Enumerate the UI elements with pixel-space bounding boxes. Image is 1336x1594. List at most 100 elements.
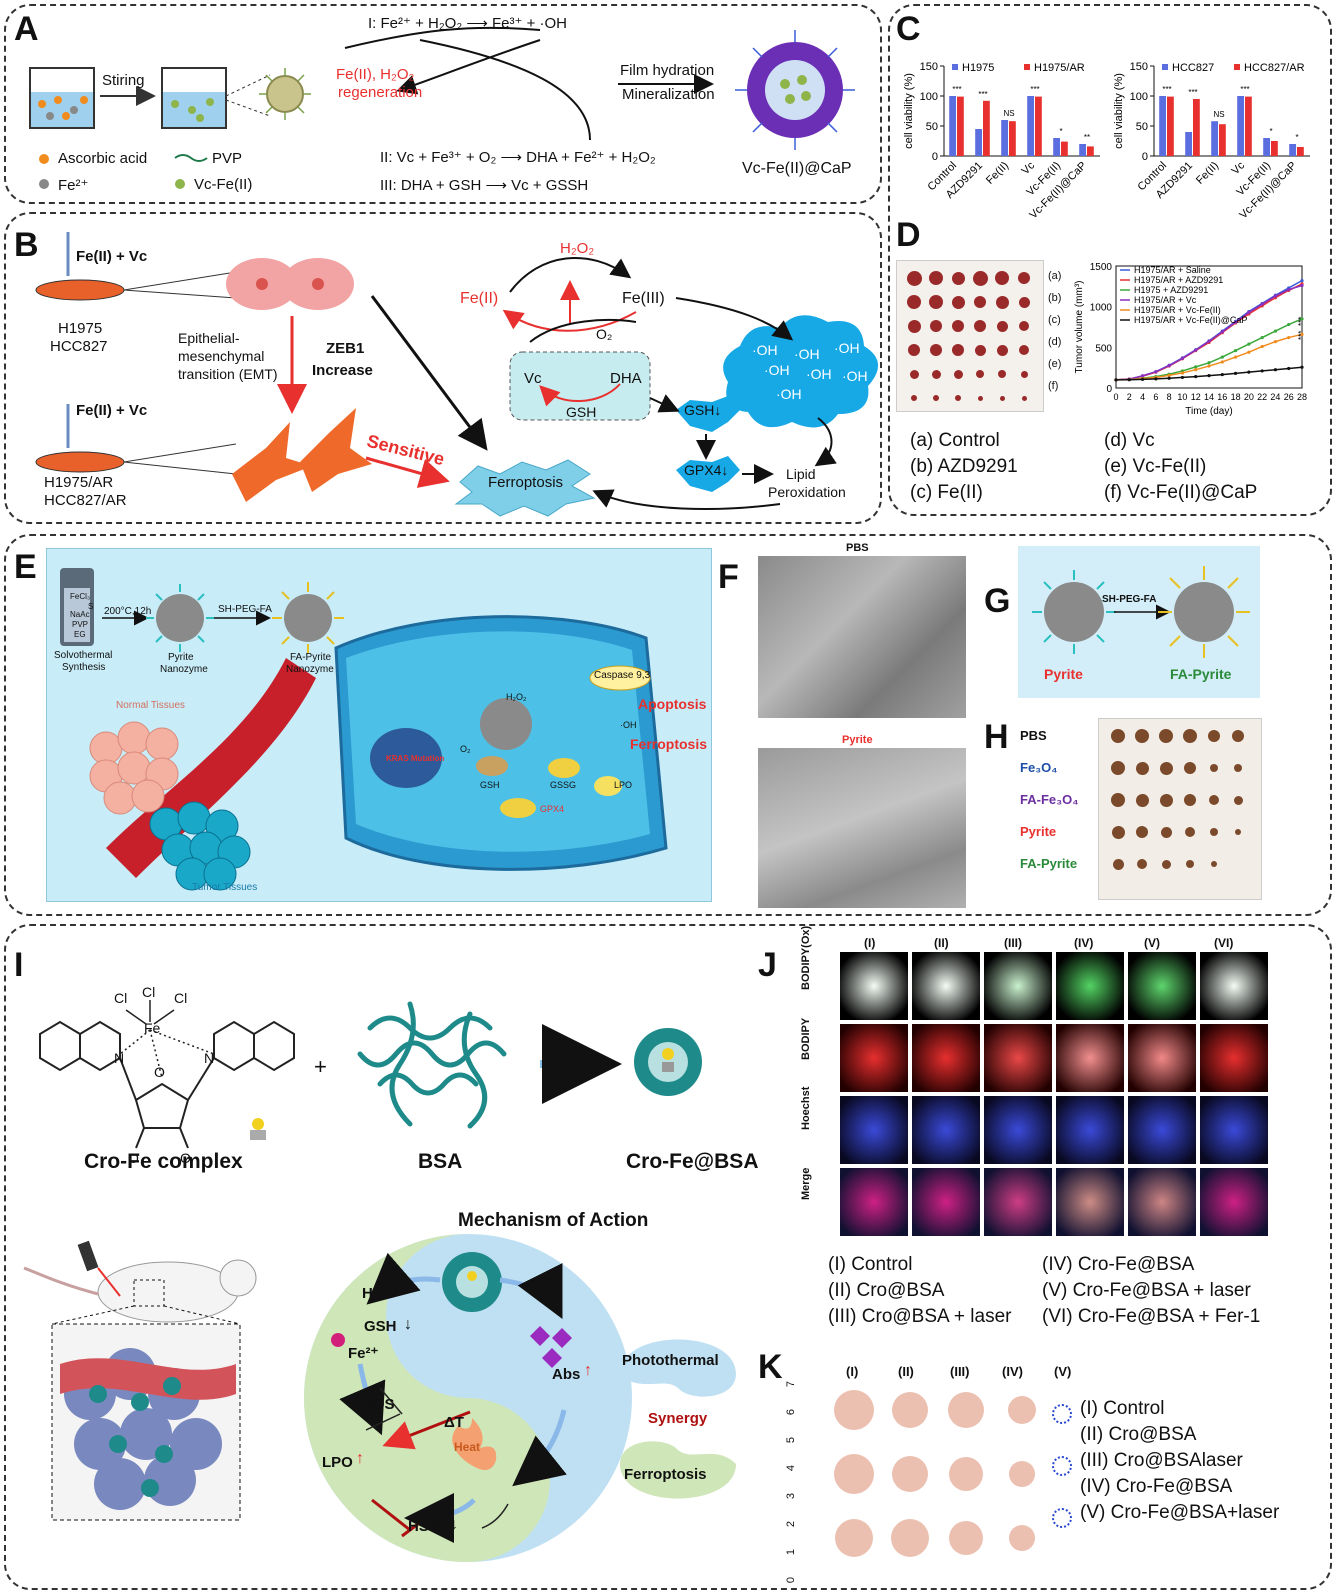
- legend-d-c: (c) Fe(II): [910, 482, 983, 503]
- j-fluorescence-grid: [840, 952, 1310, 1236]
- legend-j-5: (V) Cro-Fe@BSA + laser: [1042, 1280, 1251, 1301]
- data-point: [1260, 369, 1264, 373]
- legend-label: HCC827: [1172, 62, 1214, 74]
- solvo-1: Solvothermal: [54, 650, 113, 661]
- tumor: [1232, 730, 1244, 742]
- oh-b-5: ·OH: [806, 366, 832, 382]
- legend-label: H1975/AR: [1034, 62, 1085, 74]
- k-column-label: (I): [846, 1364, 859, 1379]
- panel-e-label: E: [14, 548, 37, 586]
- data-point: [1180, 371, 1185, 375]
- bar: [1271, 141, 1278, 156]
- regen-line2: regeneration: [338, 84, 423, 101]
- j-row-label: Hoechst: [800, 1086, 812, 1130]
- ferroptosis-e: Ferroptosis: [630, 736, 708, 752]
- y-tick-label: 1000: [1090, 303, 1113, 314]
- data-point: [1167, 373, 1171, 377]
- y-tick-label: 150: [920, 61, 938, 73]
- oh-b-4: ·OH: [764, 362, 790, 378]
- bar: [1289, 144, 1296, 156]
- o2-b: O₂: [596, 326, 613, 342]
- vial-3: NaAc: [70, 610, 90, 619]
- j-column-label: (IV): [1074, 936, 1094, 950]
- tumor: [949, 1521, 983, 1555]
- tumor: [835, 1519, 873, 1557]
- row-label: (d): [1048, 336, 1062, 348]
- panel-b-label: B: [14, 226, 39, 264]
- legend-j-1: (I) Control: [828, 1254, 913, 1275]
- h2o2-e: H₂O₂: [506, 692, 527, 702]
- tumor: [1160, 826, 1172, 838]
- oh-b-3: ·OH: [834, 340, 860, 356]
- tumor: [1018, 272, 1030, 284]
- gsh-b: GSH: [566, 404, 597, 420]
- lpo-i-arrow: ↑: [356, 1450, 364, 1467]
- x-tick-label: 20: [1244, 392, 1254, 402]
- tumor: [933, 395, 939, 401]
- data-point: [1300, 279, 1304, 283]
- fluorescence-image: [984, 1096, 1052, 1164]
- o-3: O: [180, 1150, 191, 1166]
- tumor: [977, 395, 983, 401]
- oh-b-7: ·OH: [776, 386, 802, 402]
- dashed-circle-icon: [1052, 1404, 1072, 1424]
- x-tick-label: 12: [1191, 392, 1201, 402]
- j-row-label: BODIPY(Ox): [800, 925, 812, 990]
- bar: [1087, 146, 1094, 156]
- significance-label: ***: [1297, 317, 1306, 326]
- data-point: [1273, 294, 1278, 298]
- ros-i: ROS: [362, 1396, 395, 1413]
- vial-4: PVP: [72, 620, 89, 629]
- tumor: [974, 344, 986, 356]
- lpo-e: LPO: [614, 780, 633, 790]
- y-axis-label: Tumor volume (mm³): [1074, 281, 1085, 374]
- bar: [949, 96, 956, 156]
- significance-label: ***: [1188, 88, 1197, 97]
- tumor: [1135, 729, 1149, 743]
- f-bottom-label: Pyrite: [842, 734, 873, 746]
- x-tick-label: 18: [1231, 392, 1241, 402]
- bar: [1237, 96, 1244, 156]
- panel-f-label: F: [718, 558, 739, 596]
- fluorescence-image: [1200, 1096, 1268, 1164]
- ruler-tick: 3: [785, 1492, 798, 1500]
- tumor: [1018, 296, 1030, 308]
- data-point: [1180, 356, 1185, 360]
- y-tick-label: 150: [1130, 61, 1148, 73]
- k-legend-item: (I) Control: [1080, 1398, 1165, 1419]
- tumor: [1183, 729, 1197, 743]
- synergy-label: Synergy: [648, 1410, 708, 1427]
- data-point: [1207, 339, 1211, 343]
- tumor: [834, 1454, 874, 1494]
- data-point: [1220, 330, 1224, 334]
- tumor: [907, 319, 921, 333]
- apoptosis-e: Apoptosis: [638, 696, 707, 712]
- fluorescence-image: [1056, 1168, 1124, 1236]
- beaker-2: [161, 67, 227, 129]
- bar: [1193, 99, 1200, 156]
- lipid-2: Peroxidation: [768, 484, 846, 500]
- fluorescence-image: [840, 1096, 908, 1164]
- oh-b-6: ·OH: [842, 368, 868, 384]
- gsh-e: GSH: [480, 780, 500, 790]
- ruler-tick: 4: [785, 1464, 798, 1472]
- y-tick-label: 50: [926, 121, 938, 133]
- stiring-label: Stiring: [102, 72, 145, 89]
- tem-pyrite: [758, 748, 966, 908]
- fluorescence-image: [840, 1024, 908, 1092]
- panel-ijk: [4, 924, 1332, 1590]
- tumor: [1209, 795, 1219, 805]
- data-point: [1287, 335, 1291, 340]
- data-point: [1233, 320, 1238, 324]
- gpx4-down-b: GPX4↓: [684, 462, 729, 478]
- data-point: [1154, 377, 1158, 381]
- tumor: [996, 320, 1008, 332]
- cl-1: Cl: [114, 990, 128, 1006]
- regen-line1: Fe(II), H₂O₂: [336, 66, 415, 83]
- plot-frame: [1115, 265, 1303, 389]
- data-point: [1287, 366, 1291, 371]
- g-right-label: FA-Pyrite: [1170, 666, 1232, 682]
- tumor: [948, 1392, 984, 1428]
- significance-label: ***: [1240, 85, 1249, 94]
